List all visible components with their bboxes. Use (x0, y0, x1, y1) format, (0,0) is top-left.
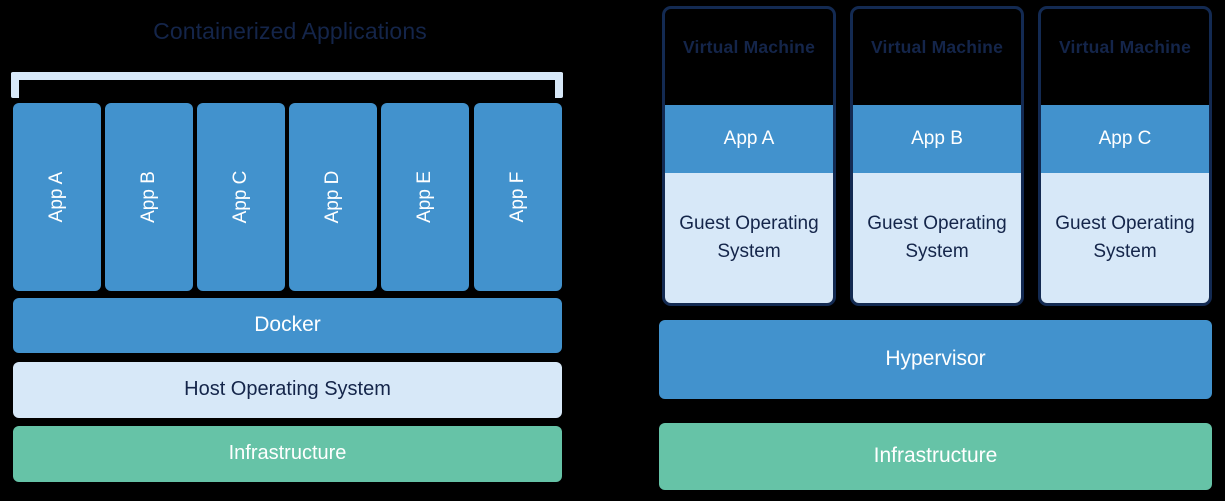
virtual-machine-box-2: Virtual Machine App B Guest Operating Sy… (850, 6, 1024, 306)
app-column-f: App F (474, 103, 562, 291)
page-title: Containerized Applications (153, 18, 427, 44)
containers-panel: Containerized Applications App A App B A… (0, 0, 600, 501)
virtual-machine-app: App C (1041, 105, 1209, 173)
app-column-a: App A (13, 103, 101, 291)
guest-operating-system: Guest Operating System (1041, 173, 1209, 303)
host-operating-system-layer: Host Operating System (13, 362, 562, 418)
app-column-label: App F (507, 171, 528, 223)
virtual-machines-panel: Virtual Machine App A Guest Operating Sy… (600, 0, 1225, 501)
virtual-machine-box-1: Virtual Machine App A Guest Operating Sy… (662, 6, 836, 306)
app-column-label: App B (138, 171, 159, 223)
app-column-d: App D (289, 103, 377, 291)
app-column-e: App E (381, 103, 469, 291)
app-column-label: App C (230, 170, 251, 224)
virtual-machine-app: App A (665, 105, 833, 173)
guest-operating-system: Guest Operating System (665, 173, 833, 303)
app-column-label: App D (322, 170, 343, 224)
virtual-machine-app: App B (853, 105, 1021, 173)
virtual-machine-box-3: Virtual Machine App C Guest Operating Sy… (1038, 6, 1212, 306)
infrastructure-layer-left: Infrastructure (13, 426, 562, 482)
infrastructure-layer-right: Infrastructure (659, 423, 1212, 490)
app-column-c: App C (197, 103, 285, 291)
docker-layer: Docker (13, 298, 562, 353)
virtual-machine-title: Virtual Machine (682, 37, 816, 57)
virtual-machine-title: Virtual Machine (870, 37, 1004, 57)
virtual-machine-title: Virtual Machine (1058, 37, 1192, 57)
app-group-bracket (11, 72, 563, 98)
guest-operating-system: Guest Operating System (853, 173, 1021, 303)
app-column-label: App A (46, 171, 67, 223)
app-column-label: App E (414, 171, 435, 223)
hypervisor-layer: Hypervisor (659, 320, 1212, 399)
app-column-b: App B (105, 103, 193, 291)
